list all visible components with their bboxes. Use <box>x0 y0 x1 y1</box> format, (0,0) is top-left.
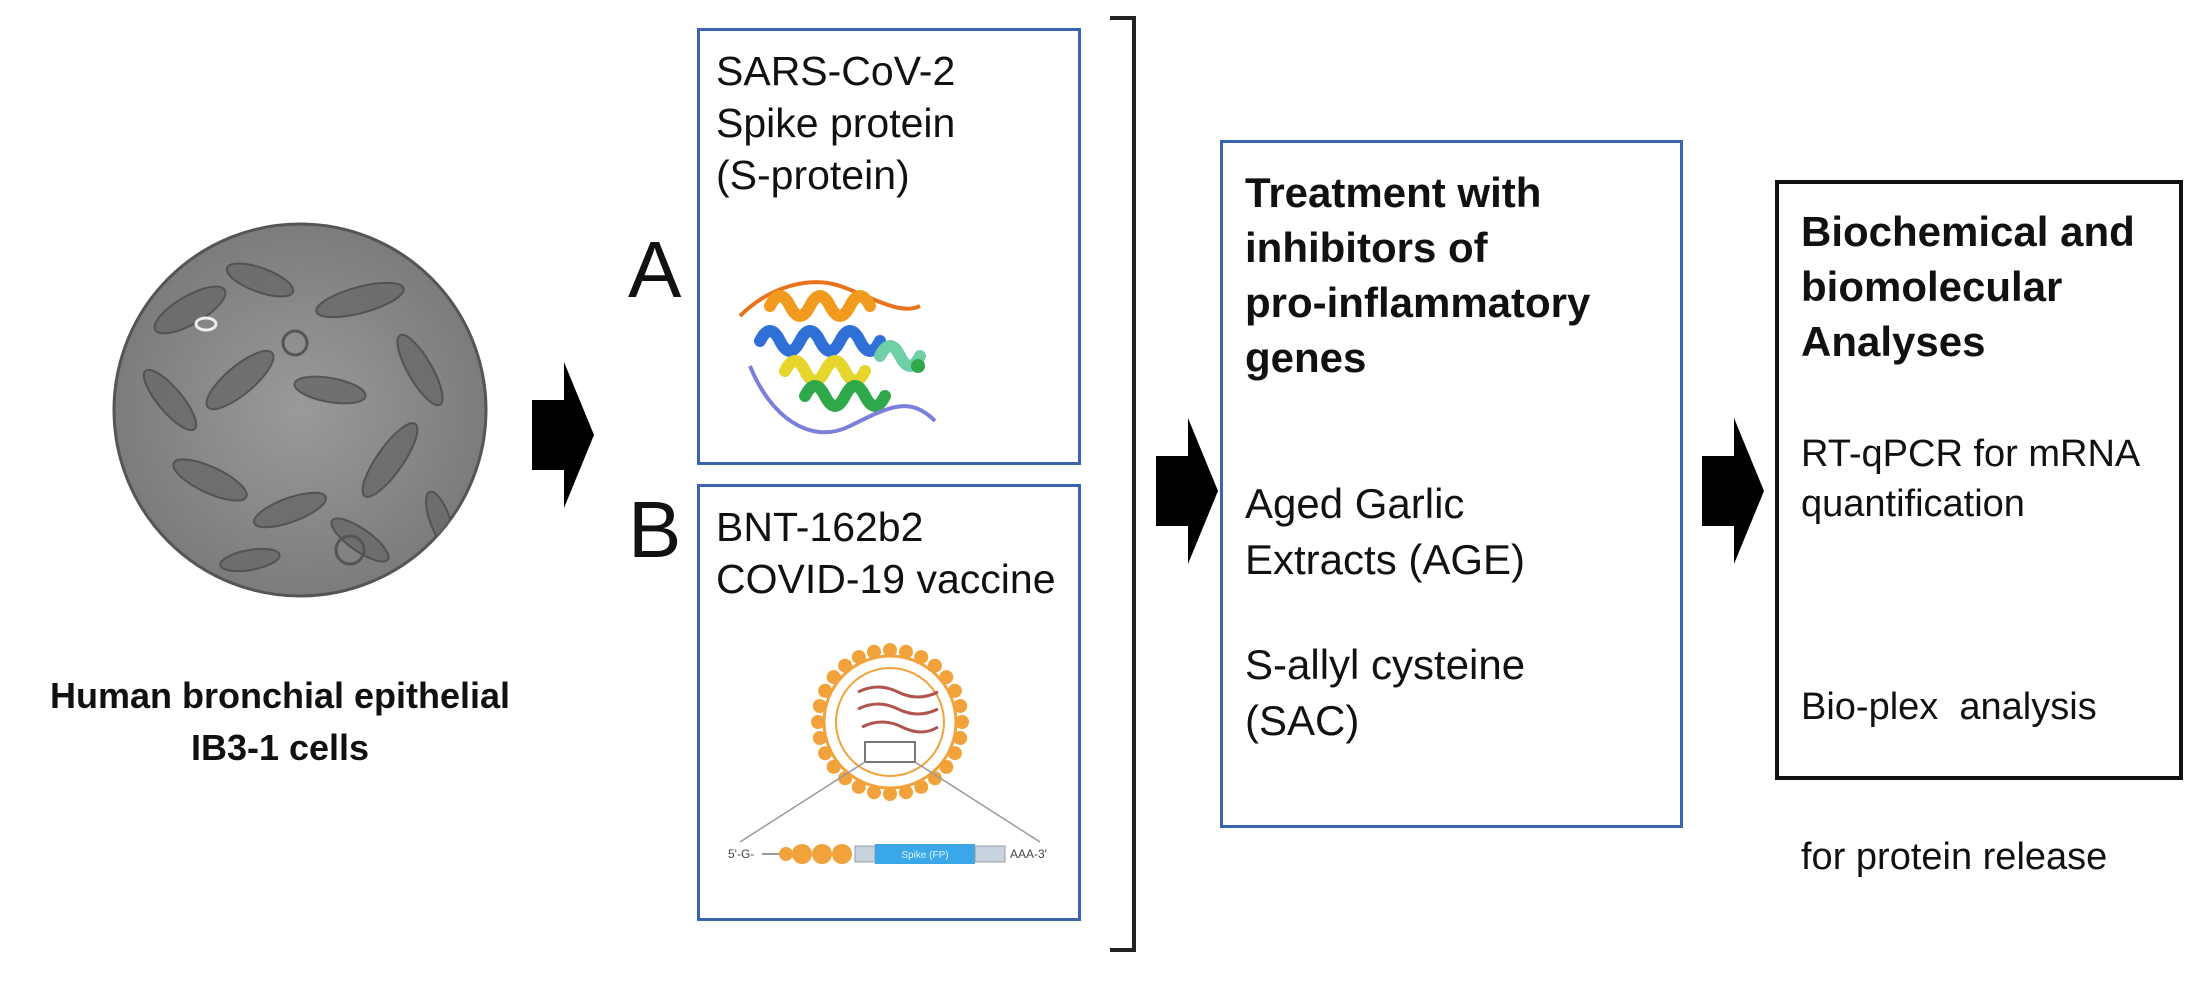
vaccine-text: BNT-162b2 COVID-19 vaccine <box>716 501 1056 605</box>
box-analyses: Biochemical and biomolecular Analyses RT… <box>1775 180 2183 878</box>
cells-caption-line-2: IB3-1 cells <box>190 727 370 768</box>
lipid-nanoparticle-icon: 5'-G- Spike (FP) AAA-3' <box>728 643 1047 864</box>
arrow-right-icon <box>1702 418 1764 564</box>
analyses-bioplex: Bio-plex analysis for protein release <box>1801 582 2107 982</box>
analyses-rtqpcr-line-2: quantification <box>1801 483 2025 525</box>
label-a: A <box>628 225 682 314</box>
treatment-age: Aged Garlic Extracts (AGE) <box>1245 476 1525 588</box>
lipid-bead <box>883 787 897 801</box>
arrow-right-icon <box>532 362 594 508</box>
spike-line-2: Spike protein <box>716 100 956 146</box>
construct-three-prime: AAA-3' <box>1010 847 1047 861</box>
lipid-bead <box>947 683 962 698</box>
cells-caption: Human bronchial epithelial IB3-1 cells <box>0 670 560 774</box>
lipid-bead <box>927 658 942 673</box>
lipid-bead <box>867 644 881 659</box>
analyses-bioplex-line-2: for protein release <box>1801 836 2108 878</box>
lipid-bead <box>838 658 853 673</box>
treatment-age-line-1: Aged Garlic <box>1245 480 1465 527</box>
treatment-title: Treatment with inhibitors of pro-inflamm… <box>1245 165 1590 385</box>
treatment-title-line-2: inhibitors of <box>1245 224 1488 271</box>
analyses-title-line-3: Analyses <box>1801 318 1986 365</box>
lipid-bead <box>914 650 929 665</box>
lipid-bead <box>927 771 942 786</box>
cell-micrograph <box>112 222 488 598</box>
construct-cds-label: Spike (FP) <box>901 850 948 861</box>
lipid-bead <box>851 779 866 794</box>
lipid-bead <box>826 759 841 774</box>
lipid-bead-ring <box>811 643 969 801</box>
lipid-bead <box>953 731 968 745</box>
arrow-right-icon <box>1156 418 1218 564</box>
lipid-bead <box>953 699 968 713</box>
spike-line-1: SARS-CoV-2 <box>716 48 956 94</box>
treatment-title-line-1: Treatment with <box>1245 169 1542 216</box>
lipid-bead <box>899 785 913 800</box>
label-b: B <box>628 485 682 574</box>
treatment-title-line-3: pro-inflammatory <box>1245 279 1591 326</box>
treatment-sac: S-allyl cysteine (SAC) <box>1245 637 1525 749</box>
cells-caption-line-1: Human bronchial epithelial <box>49 675 511 716</box>
analyses-rtqpcr-line-1: RT-qPCR for mRNA <box>1801 433 2141 475</box>
box-spike-protein: SARS-CoV-2 Spike protein (S-protein) <box>697 28 1081 465</box>
spike-line-3: (S-protein) <box>716 152 910 198</box>
lipid-bead <box>826 670 841 685</box>
treatment-sac-line-2: (SAC) <box>1245 697 1360 744</box>
analyses-rtqpcr: RT-qPCR for mRNA quantification <box>1801 429 2140 529</box>
bracket <box>1110 16 1136 952</box>
lipid-bead <box>939 759 954 774</box>
vaccine-line-2: COVID-19 vaccine <box>716 556 1056 602</box>
vaccine-line-1: BNT-162b2 <box>716 504 924 550</box>
treatment-sac-line-1: S-allyl cysteine <box>1245 641 1526 688</box>
lipid-bead <box>914 779 929 794</box>
box-treatment: Treatment with inhibitors of pro-inflamm… <box>1220 140 1683 828</box>
lipid-bead <box>818 746 833 761</box>
treatment-title-line-4: genes <box>1245 334 1367 381</box>
protein-ribbon-icon <box>738 280 937 435</box>
analyses-title: Biochemical and biomolecular Analyses <box>1801 204 2135 369</box>
box-vaccine: BNT-162b2 COVID-19 vaccine 5'-G- Spike (… <box>697 484 1081 921</box>
lipid-bead <box>851 650 866 665</box>
treatment-age-line-2: Extracts (AGE) <box>1245 536 1526 583</box>
lipid-bead <box>883 643 897 657</box>
analyses-bioplex-line-1: Bio-plex analysis <box>1801 686 2097 728</box>
lipid-bead <box>811 715 825 729</box>
lipid-bead <box>899 644 913 659</box>
lipid-bead <box>867 785 881 800</box>
lipid-bead <box>812 699 827 713</box>
construct-five-prime: 5'-G- <box>728 847 754 861</box>
spike-protein-text: SARS-CoV-2 Spike protein (S-protein) <box>716 45 955 201</box>
analyses-title-line-1: Biochemical and <box>1801 208 2135 255</box>
lipid-bead <box>812 731 827 745</box>
analyses-title-line-2: biomolecular <box>1801 263 2063 310</box>
lipid-bead <box>939 670 954 685</box>
lipid-bead <box>947 746 962 761</box>
lipid-bead <box>955 715 969 729</box>
lipid-bead <box>838 771 853 786</box>
lipid-bead <box>818 683 833 698</box>
